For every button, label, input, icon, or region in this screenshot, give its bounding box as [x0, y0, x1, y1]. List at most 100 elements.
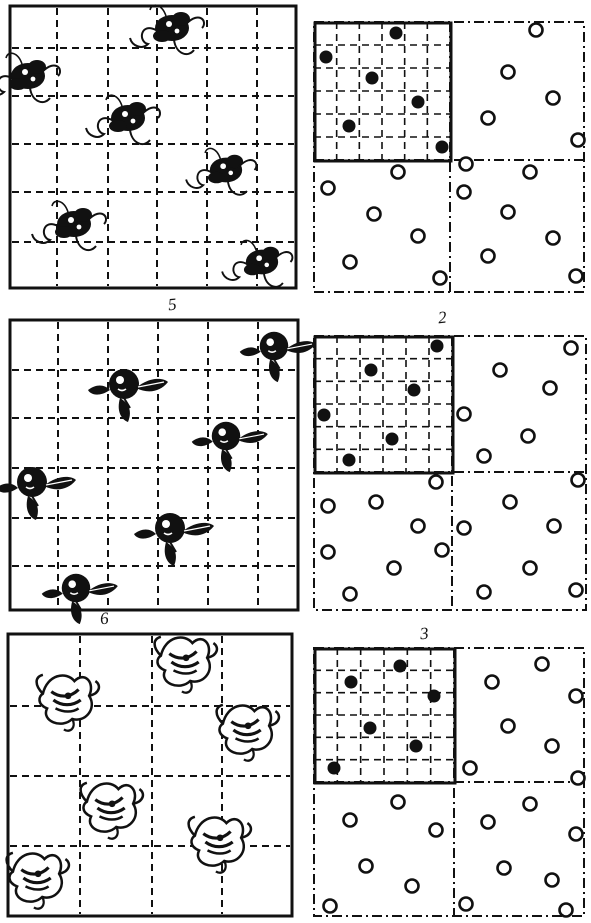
rose-bloom	[212, 422, 241, 451]
lily-motif	[7, 853, 69, 909]
leaf	[269, 359, 280, 382]
leaf	[27, 496, 38, 520]
open-dot	[524, 166, 537, 179]
open-dot	[546, 740, 559, 753]
leaf	[71, 601, 82, 624]
rose-bloom	[17, 467, 47, 497]
open-dot	[536, 658, 549, 671]
tendril	[6, 53, 22, 64]
figure-number-6: 6	[99, 610, 109, 628]
open-dot	[560, 904, 573, 917]
open-dot	[360, 860, 373, 873]
open-dot	[498, 862, 511, 875]
petal-highlight	[175, 29, 180, 34]
flower-sprig	[222, 240, 292, 286]
repeat-unit	[315, 23, 451, 161]
open-dot	[368, 208, 381, 221]
lily-center	[183, 654, 190, 661]
open-dot	[482, 250, 495, 263]
petal	[208, 172, 225, 183]
rose-motif	[134, 513, 214, 566]
open-dot	[548, 520, 561, 533]
flower-sprig	[186, 148, 256, 194]
tendril	[130, 28, 156, 47]
petal-highlight	[228, 171, 233, 176]
lily-petals	[83, 783, 135, 831]
open-dot	[486, 676, 499, 689]
open-dot	[504, 496, 517, 509]
filled-dot	[412, 96, 425, 109]
open-dot	[464, 762, 477, 775]
open-dot	[570, 690, 583, 703]
open-dot	[460, 158, 473, 171]
petal	[153, 30, 171, 42]
flower-sprig	[86, 95, 160, 144]
open-dot	[458, 408, 471, 421]
open-dot	[502, 66, 515, 79]
tendril	[32, 224, 58, 243]
rose-bloom	[109, 369, 139, 399]
lily-center	[65, 692, 72, 699]
flower-sprig	[130, 5, 204, 54]
lily-petals	[39, 675, 91, 723]
filled-dot	[364, 722, 377, 735]
filled-dot	[345, 676, 358, 689]
open-dot	[344, 588, 357, 601]
dot-grid-middle	[314, 336, 586, 610]
open-dot	[524, 798, 537, 811]
leaf	[237, 431, 267, 443]
lily-motif	[217, 705, 279, 761]
petal-highlight	[264, 263, 269, 268]
filled-dot	[320, 51, 333, 64]
lily-petals	[191, 817, 243, 865]
open-dot	[430, 824, 443, 837]
open-dot	[412, 520, 425, 533]
lily-petals	[219, 705, 271, 753]
open-dot	[482, 112, 495, 125]
lily-motif	[155, 637, 217, 693]
rose-motif	[192, 422, 268, 472]
petal	[9, 78, 27, 90]
open-dot	[458, 186, 471, 199]
curl	[189, 817, 195, 836]
open-dot	[530, 24, 543, 37]
curl	[155, 637, 161, 656]
open-dot	[324, 900, 337, 913]
tendril	[130, 130, 150, 144]
filled-dot	[408, 384, 421, 397]
lily-center	[109, 800, 116, 807]
rose-bloom	[62, 574, 91, 603]
open-dot	[406, 880, 419, 893]
rose-bloom	[155, 513, 185, 543]
filled-dot	[343, 120, 356, 133]
open-dot	[412, 230, 425, 243]
lily-center	[35, 870, 42, 877]
leaf	[88, 386, 110, 395]
petal-highlight	[256, 255, 262, 261]
bloom-highlight	[218, 428, 226, 436]
filled-dot	[386, 433, 399, 446]
curl	[37, 675, 43, 694]
petal-highlight	[31, 77, 36, 82]
open-dot	[322, 500, 335, 513]
leaf	[134, 530, 156, 539]
filled-dot	[328, 762, 341, 775]
sprig-panel-bottom	[7, 634, 292, 916]
open-dot	[392, 796, 405, 809]
open-dot	[572, 772, 585, 785]
open-dot	[344, 814, 357, 827]
petal	[55, 226, 73, 238]
leaf	[87, 583, 117, 595]
leaf	[192, 437, 213, 446]
sprig-panel-top	[0, 5, 296, 288]
open-dot	[544, 382, 557, 395]
open-dot	[494, 364, 507, 377]
filled-dot	[431, 340, 444, 353]
open-dot	[502, 720, 515, 733]
open-dot	[370, 496, 383, 509]
repeat-unit	[315, 337, 453, 473]
petal-highlight	[166, 21, 172, 27]
filled-dot	[394, 660, 407, 673]
open-dot	[322, 546, 335, 559]
filled-dot	[366, 72, 379, 85]
